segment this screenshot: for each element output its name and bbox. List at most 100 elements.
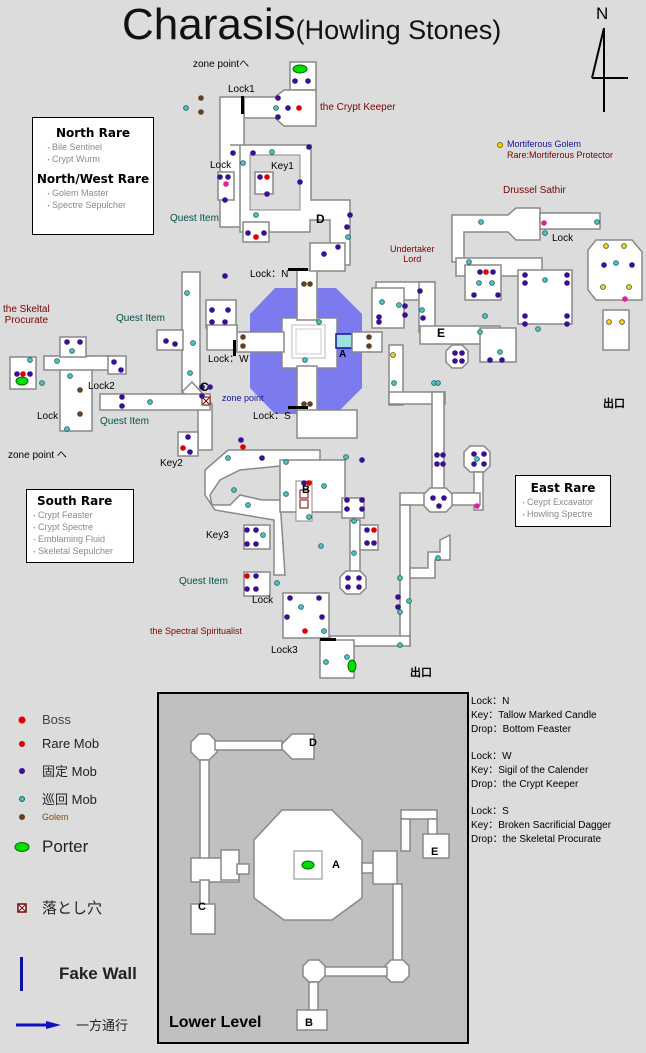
mortiferous-golem-dot[interactable] (619, 319, 625, 325)
boss-dot[interactable] (244, 573, 250, 579)
fixed-mob-dot[interactable] (376, 314, 382, 320)
boss-dot[interactable] (240, 444, 246, 450)
roaming-mob-dot[interactable] (343, 454, 349, 460)
fixed-mob-dot[interactable] (199, 393, 205, 399)
roaming-mob-dot[interactable] (316, 319, 322, 325)
fixed-mob-dot[interactable] (359, 457, 365, 463)
porter-oval[interactable] (292, 64, 308, 74)
fixed-mob-dot[interactable] (230, 150, 236, 156)
fixed-mob-dot[interactable] (316, 595, 322, 601)
fixed-mob-dot[interactable] (264, 191, 270, 197)
fixed-mob-dot[interactable] (225, 174, 231, 180)
fixed-mob-dot[interactable] (321, 251, 327, 257)
fixed-mob-dot[interactable] (77, 339, 83, 345)
roaming-mob-dot[interactable] (260, 532, 266, 538)
fixed-mob-dot[interactable] (564, 313, 570, 319)
porter-oval[interactable] (15, 376, 29, 386)
fixed-mob-dot[interactable] (471, 461, 477, 467)
mortiferous-golem-dot[interactable] (390, 352, 396, 358)
lock-door[interactable] (288, 406, 308, 409)
fixed-mob-dot[interactable] (522, 272, 528, 278)
golem-dot[interactable] (240, 343, 246, 349)
fixed-mob-dot[interactable] (359, 497, 365, 503)
mortiferous-golem-dot[interactable] (606, 319, 612, 325)
fixed-mob-dot[interactable] (364, 527, 370, 533)
fixed-mob-dot[interactable] (261, 230, 267, 236)
mortiferous-golem-dot[interactable] (621, 243, 627, 249)
roaming-mob-dot[interactable] (435, 380, 441, 386)
fixed-mob-dot[interactable] (430, 495, 436, 501)
fixed-mob-dot[interactable] (344, 497, 350, 503)
roaming-mob-dot[interactable] (225, 455, 231, 461)
golem-dot[interactable] (307, 281, 313, 287)
fixed-mob-dot[interactable] (601, 262, 607, 268)
fixed-mob-dot[interactable] (402, 312, 408, 318)
golem-dot[interactable] (77, 411, 83, 417)
roaming-mob-dot[interactable] (318, 543, 324, 549)
roaming-mob-dot[interactable] (273, 105, 279, 111)
fixed-mob-dot[interactable] (284, 614, 290, 620)
fixed-mob-dot[interactable] (434, 452, 440, 458)
boss-dot[interactable] (296, 105, 302, 111)
roaming-mob-dot[interactable] (379, 299, 385, 305)
fixed-mob-dot[interactable] (222, 273, 228, 279)
fixed-mob-dot[interactable] (297, 179, 303, 185)
fixed-mob-dot[interactable] (275, 95, 281, 101)
roaming-mob-dot[interactable] (190, 340, 196, 346)
fixed-mob-dot[interactable] (253, 573, 259, 579)
quest-item-dot[interactable] (622, 296, 628, 302)
fixed-mob-dot[interactable] (471, 451, 477, 457)
boss-dot[interactable] (180, 445, 186, 451)
boss-dot[interactable] (253, 234, 259, 240)
roaming-mob-dot[interactable] (345, 234, 351, 240)
roaming-mob-dot[interactable] (321, 628, 327, 634)
fixed-mob-dot[interactable] (347, 212, 353, 218)
fixed-mob-dot[interactable] (376, 319, 382, 325)
fixed-mob-dot[interactable] (301, 480, 307, 486)
fixed-mob-dot[interactable] (253, 586, 259, 592)
fixed-mob-dot[interactable] (359, 506, 365, 512)
quest-item-dot[interactable] (541, 220, 547, 226)
fixed-mob-dot[interactable] (305, 78, 311, 84)
fixed-mob-dot[interactable] (440, 461, 446, 467)
roaming-mob-dot[interactable] (419, 307, 425, 313)
exit-east-label[interactable]: 出口 (603, 398, 625, 410)
fixed-mob-dot[interactable] (344, 506, 350, 512)
fixed-mob-dot[interactable] (199, 384, 205, 390)
roaming-mob-dot[interactable] (466, 259, 472, 265)
golem-dot[interactable] (198, 109, 204, 115)
roaming-mob-dot[interactable] (147, 399, 153, 405)
fixed-mob-dot[interactable] (395, 594, 401, 600)
quest-item-s-label[interactable]: Quest Item (179, 576, 228, 587)
fixed-mob-dot[interactable] (244, 586, 250, 592)
exit-south-label[interactable]: 出口 (410, 667, 432, 679)
quest-item-nw-label[interactable]: Quest Item (170, 213, 219, 224)
golem-dot[interactable] (366, 343, 372, 349)
boss-dot[interactable] (302, 628, 308, 634)
roaming-mob-dot[interactable] (351, 550, 357, 556)
fixed-mob-dot[interactable] (459, 358, 465, 364)
fixed-mob-dot[interactable] (471, 292, 477, 298)
fixed-mob-dot[interactable] (306, 144, 312, 150)
fixed-mob-dot[interactable] (119, 394, 125, 400)
porter-oval[interactable] (347, 659, 357, 673)
fixed-mob-dot[interactable] (217, 174, 223, 180)
golem-dot[interactable] (198, 95, 204, 101)
roaming-mob-dot[interactable] (302, 357, 308, 363)
golem-dot[interactable] (301, 281, 307, 287)
boss-dot[interactable] (306, 480, 312, 486)
lock-door[interactable] (241, 96, 244, 114)
fixed-mob-dot[interactable] (14, 371, 20, 377)
boss-dot[interactable] (20, 371, 26, 377)
fixed-mob-dot[interactable] (259, 455, 265, 461)
lock-door[interactable] (233, 340, 236, 356)
fixed-mob-dot[interactable] (244, 541, 250, 547)
golem-dot[interactable] (301, 401, 307, 407)
roaming-mob-dot[interactable] (39, 380, 45, 386)
fixed-mob-dot[interactable] (417, 288, 423, 294)
roaming-mob-dot[interactable] (489, 280, 495, 286)
golem-dot[interactable] (240, 334, 246, 340)
fixed-mob-dot[interactable] (402, 303, 408, 309)
roaming-mob-dot[interactable] (351, 518, 357, 524)
boss-dot[interactable] (371, 527, 377, 533)
